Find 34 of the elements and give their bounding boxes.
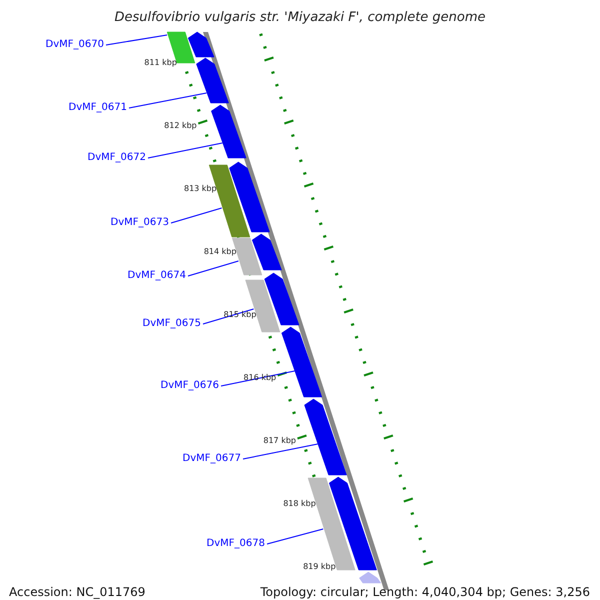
- gene-label: DvMF_0672: [88, 153, 146, 163]
- accession-note: Accession: NC_011769: [9, 586, 146, 598]
- scale-label: 817 kbp: [263, 437, 296, 445]
- leader-line: [128, 92, 207, 108]
- scale-label: 811 kbp: [144, 59, 177, 67]
- gene-segment: [229, 162, 270, 232]
- scale-label: 814 kbp: [204, 248, 236, 256]
- scale-label: 813 kbp: [184, 185, 217, 193]
- gene-label: DvMF_0675: [142, 319, 201, 329]
- gene-segment: [359, 572, 382, 584]
- gene-label: DvMF_0676: [160, 381, 219, 391]
- leader-line: [188, 260, 239, 276]
- gene-segment: [264, 272, 300, 326]
- gene-segment: [252, 234, 282, 270]
- gene-segment: [188, 32, 214, 58]
- leader-line: [242, 444, 318, 460]
- gene-label: DvMF_0673: [110, 218, 169, 228]
- gene-label: DvMF_0677: [182, 454, 241, 464]
- scale-label: 812 kbp: [164, 122, 197, 130]
- scale-label: 819 kbp: [303, 563, 336, 571]
- gene-label: DvMF_0674: [128, 271, 186, 281]
- gene-segment: [304, 398, 347, 476]
- leader-line: [148, 142, 223, 158]
- leader-line: [106, 34, 168, 46]
- gene-label: DvMF_0671: [68, 103, 127, 113]
- gene-segment: [211, 104, 246, 158]
- leader-line: [170, 208, 222, 224]
- gene-segment: [281, 326, 322, 398]
- genome-summary: Topology: circular; Length: 4,040,304 bp; Genes: 3,256: [260, 586, 590, 598]
- scale-label: 818 kbp: [283, 500, 316, 508]
- gene-label: DvMF_0678: [206, 539, 265, 549]
- leader-line: [266, 528, 324, 544]
- title: Desulfovibrio vulgaris str. 'Miyazaki F', complete genome: [113, 11, 487, 24]
- gene-label: DvMF_0670: [46, 40, 104, 50]
